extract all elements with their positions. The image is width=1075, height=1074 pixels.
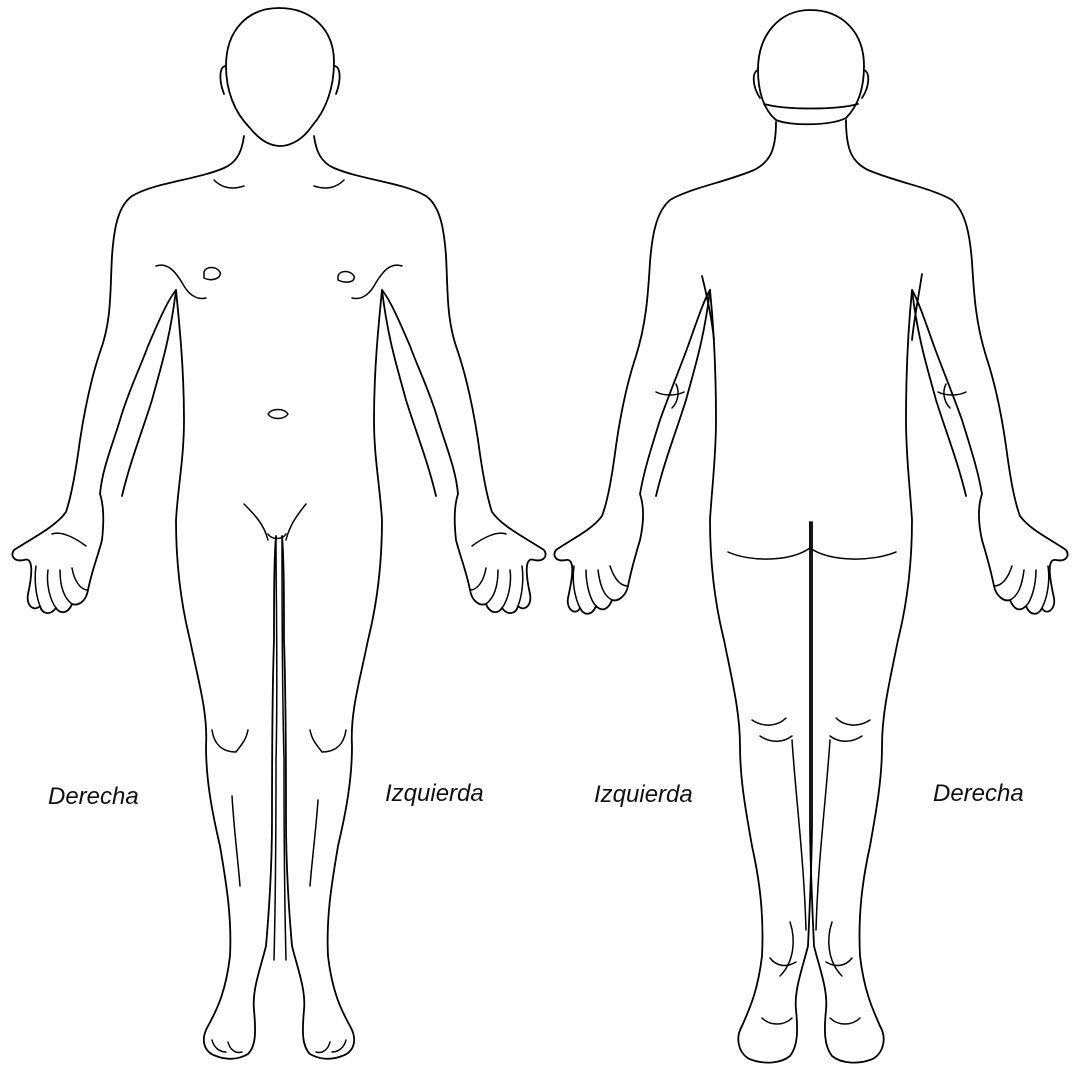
front-right-pectoral-line [156, 265, 206, 298]
front-navel [268, 410, 288, 419]
front-left-side-label: Izquierda [385, 780, 484, 808]
front-right-side-outline [12, 136, 276, 1059]
front-right-toes [212, 1040, 242, 1053]
front-right-side-label: Derecha [48, 783, 139, 811]
back-body-figure [554, 10, 1067, 1063]
front-left-shin [310, 800, 318, 886]
back-left-knee-crease [752, 718, 792, 741]
front-left-knee [310, 730, 346, 752]
front-right-knee [212, 730, 248, 752]
front-right-clavicle [214, 180, 244, 188]
back-right-side-label: Derecha [933, 780, 1024, 808]
back-left-elbow [656, 384, 684, 408]
back-right-side-outline [810, 120, 1068, 1063]
back-right-calf [816, 740, 830, 930]
front-left-nipple [338, 272, 354, 283]
front-left-toes [316, 1040, 346, 1053]
back-left-side-label: Izquierda [594, 781, 693, 809]
front-right-ear [220, 66, 226, 94]
front-left-pectoral-line [352, 265, 402, 298]
back-right-fingers [994, 566, 1049, 608]
front-right-nipple [204, 268, 220, 280]
back-left-heel [762, 1018, 792, 1024]
front-groin [244, 504, 306, 540]
front-body-figure [12, 8, 545, 1059]
back-left-calf [792, 740, 806, 930]
back-left-side-outline [554, 122, 812, 1063]
front-left-ear [334, 66, 340, 94]
front-left-fingers [470, 533, 523, 608]
front-head-outline [226, 8, 334, 146]
back-hairline [764, 104, 858, 109]
front-right-shin [232, 796, 240, 886]
back-right-elbow [938, 384, 966, 408]
back-left-fingers [573, 566, 628, 608]
front-left-side-outline [282, 136, 546, 1059]
front-left-clavicle [314, 180, 344, 188]
back-right-knee-crease [830, 718, 870, 741]
front-right-fingers [35, 533, 88, 608]
back-head-outline [758, 10, 864, 124]
back-right-heel [830, 1018, 860, 1024]
back-right-ankle [826, 922, 852, 976]
back-left-ankle [770, 922, 796, 976]
